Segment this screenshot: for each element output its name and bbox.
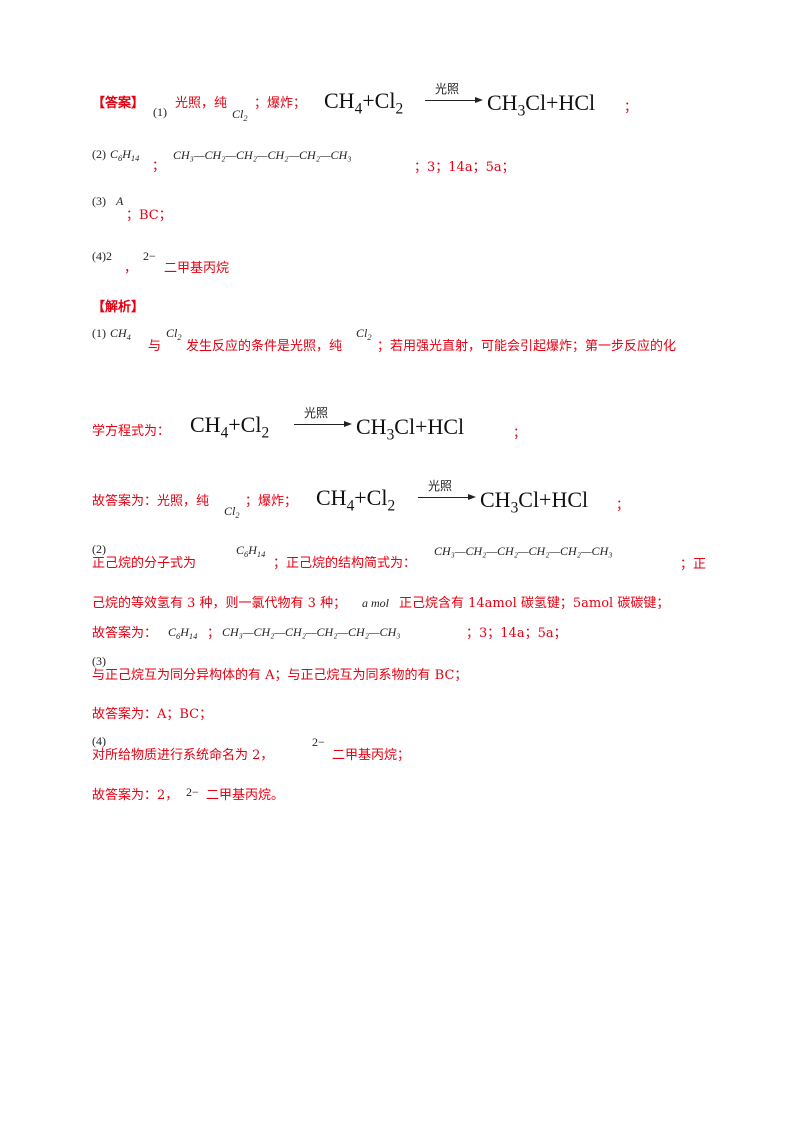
equation1-rhs: CH3Cl+HCl bbox=[356, 414, 465, 444]
reaction-arrow: 光照 bbox=[425, 80, 483, 110]
answer-p3-number: (3) bbox=[92, 194, 106, 208]
answer-p4-comma: ， bbox=[124, 261, 138, 276]
analysis-l9-text: 对所给物质进行系统命名为 2， bbox=[92, 748, 274, 763]
equation2-lhs: CH4+Cl2 bbox=[316, 485, 396, 515]
arrow2-label-light: 光照 bbox=[428, 479, 453, 493]
answer-p2-formula: C6H14 bbox=[110, 147, 140, 163]
analysis-l3-text: 故答案为：光照，纯 bbox=[92, 494, 210, 509]
analysis-l6-text3: ；3；14a；5a； bbox=[466, 626, 567, 641]
analysis-l10-text: 故答案为：2， bbox=[92, 788, 179, 803]
analysis-l8-text: 故答案为：A；BC； bbox=[92, 707, 213, 722]
answer-p3-math: A bbox=[116, 194, 124, 208]
analysis-l5-text2: 正己烷含有 14amol 碳氢键；5amol 碳碳键； bbox=[399, 596, 670, 611]
answer-p4-number: (4)2 bbox=[92, 249, 112, 263]
arrow1-label-light: 光照 bbox=[304, 406, 329, 420]
equation2-rhs: CH3Cl+HCl bbox=[480, 487, 589, 517]
analysis-l4-text1: 正己烷的分子式为 bbox=[92, 556, 197, 571]
analysis-l1-text2: ；若用强光直射，可能会引起爆炸；第一步反应的化 bbox=[377, 339, 677, 354]
answer-p1-cl2: Cl2 bbox=[232, 107, 248, 123]
answer-p2-structure: CH₃—CH₂—CH₂—CH₂—CH₂—CH₃ bbox=[173, 148, 352, 162]
answer-p1-end: ； bbox=[624, 100, 638, 115]
answer-p4-tail: 二甲基丙烷 bbox=[164, 261, 230, 276]
answer-p1-number: (1) bbox=[153, 105, 167, 119]
analysis-l2-end: ； bbox=[513, 426, 527, 441]
analysis-l3-end: ； bbox=[616, 498, 630, 513]
reaction-arrow-1: 光照 bbox=[294, 404, 352, 434]
analysis-l2-text: 学方程式为： bbox=[92, 424, 171, 439]
analysis-l3-cl2: Cl2 bbox=[224, 504, 240, 520]
analysis-l10-text2: 二甲基丙烷。 bbox=[206, 788, 285, 803]
analysis-l1-with: 与 bbox=[148, 339, 162, 354]
analysis-l4-number: (2) bbox=[92, 542, 106, 556]
analysis-l7-number: (3) bbox=[92, 654, 106, 668]
answer-p1-explosion: ；爆炸； bbox=[254, 96, 307, 111]
analysis-l4-structure: CH₃—CH₂—CH₂—CH₂—CH₂—CH₃ bbox=[434, 544, 613, 558]
analysis-l9-text2: 二甲基丙烷； bbox=[332, 748, 411, 763]
analysis-l6-text1: 故答案为： bbox=[92, 626, 158, 641]
analysis-l1-ch4: CH4 bbox=[110, 326, 131, 342]
analysis-l10-math: 2− bbox=[186, 785, 199, 799]
analysis-l5-math: a mol bbox=[362, 596, 389, 610]
analysis-heading: 【解析】 bbox=[92, 300, 145, 315]
answer-p2-separator: ； bbox=[152, 159, 166, 174]
answer-p4-math: 2− bbox=[143, 249, 156, 263]
analysis-l6-text2: ； bbox=[207, 626, 221, 641]
analysis-l9-math: 2− bbox=[312, 735, 325, 749]
equation1-lhs: CH4+Cl2 bbox=[190, 412, 270, 442]
analysis-l6-formula: C6H14 bbox=[168, 625, 198, 641]
answer-p2-tail: ；3；14a；5a； bbox=[414, 160, 515, 175]
answer-p2-number: (2) bbox=[92, 147, 106, 161]
analysis-l1-text1: 发生反应的条件是光照，纯 bbox=[186, 339, 343, 354]
analysis-l3-explosion: ；爆炸； bbox=[245, 494, 298, 509]
answer-p1-condition: 光照，纯 bbox=[175, 96, 228, 111]
equation-rhs: CH3Cl+HCl bbox=[487, 90, 596, 120]
analysis-l5-text1: 己烷的等效氢有 3 种，则一氯代物有 3 种； bbox=[92, 596, 347, 611]
analysis-l1-cl2: Cl2 bbox=[166, 326, 182, 342]
analysis-l1-cl2-b: Cl2 bbox=[356, 326, 372, 342]
analysis-l4-formula: C6H14 bbox=[236, 543, 266, 559]
analysis-l9-number: (4) bbox=[92, 734, 106, 748]
analysis-l4-text3: ；正 bbox=[680, 557, 707, 572]
analysis-l1-number: (1) bbox=[92, 326, 106, 340]
analysis-l4-text2: ；正己烷的结构简式为： bbox=[273, 556, 417, 571]
analysis-l7-text: 与正己烷互为同分异构体的有 A；与正己烷互为同系物的有 BC； bbox=[92, 668, 468, 683]
answer-heading: 【答案】 bbox=[92, 96, 145, 111]
answer-p3-tail: ；BC； bbox=[126, 208, 172, 223]
analysis-l6-structure: CH₃—CH₂—CH₂—CH₂—CH₂—CH₃ bbox=[222, 625, 401, 639]
reaction-arrow-2: 光照 bbox=[418, 477, 476, 507]
equation-lhs: CH4+Cl2 bbox=[324, 88, 404, 118]
arrow-label-light: 光照 bbox=[435, 82, 460, 96]
